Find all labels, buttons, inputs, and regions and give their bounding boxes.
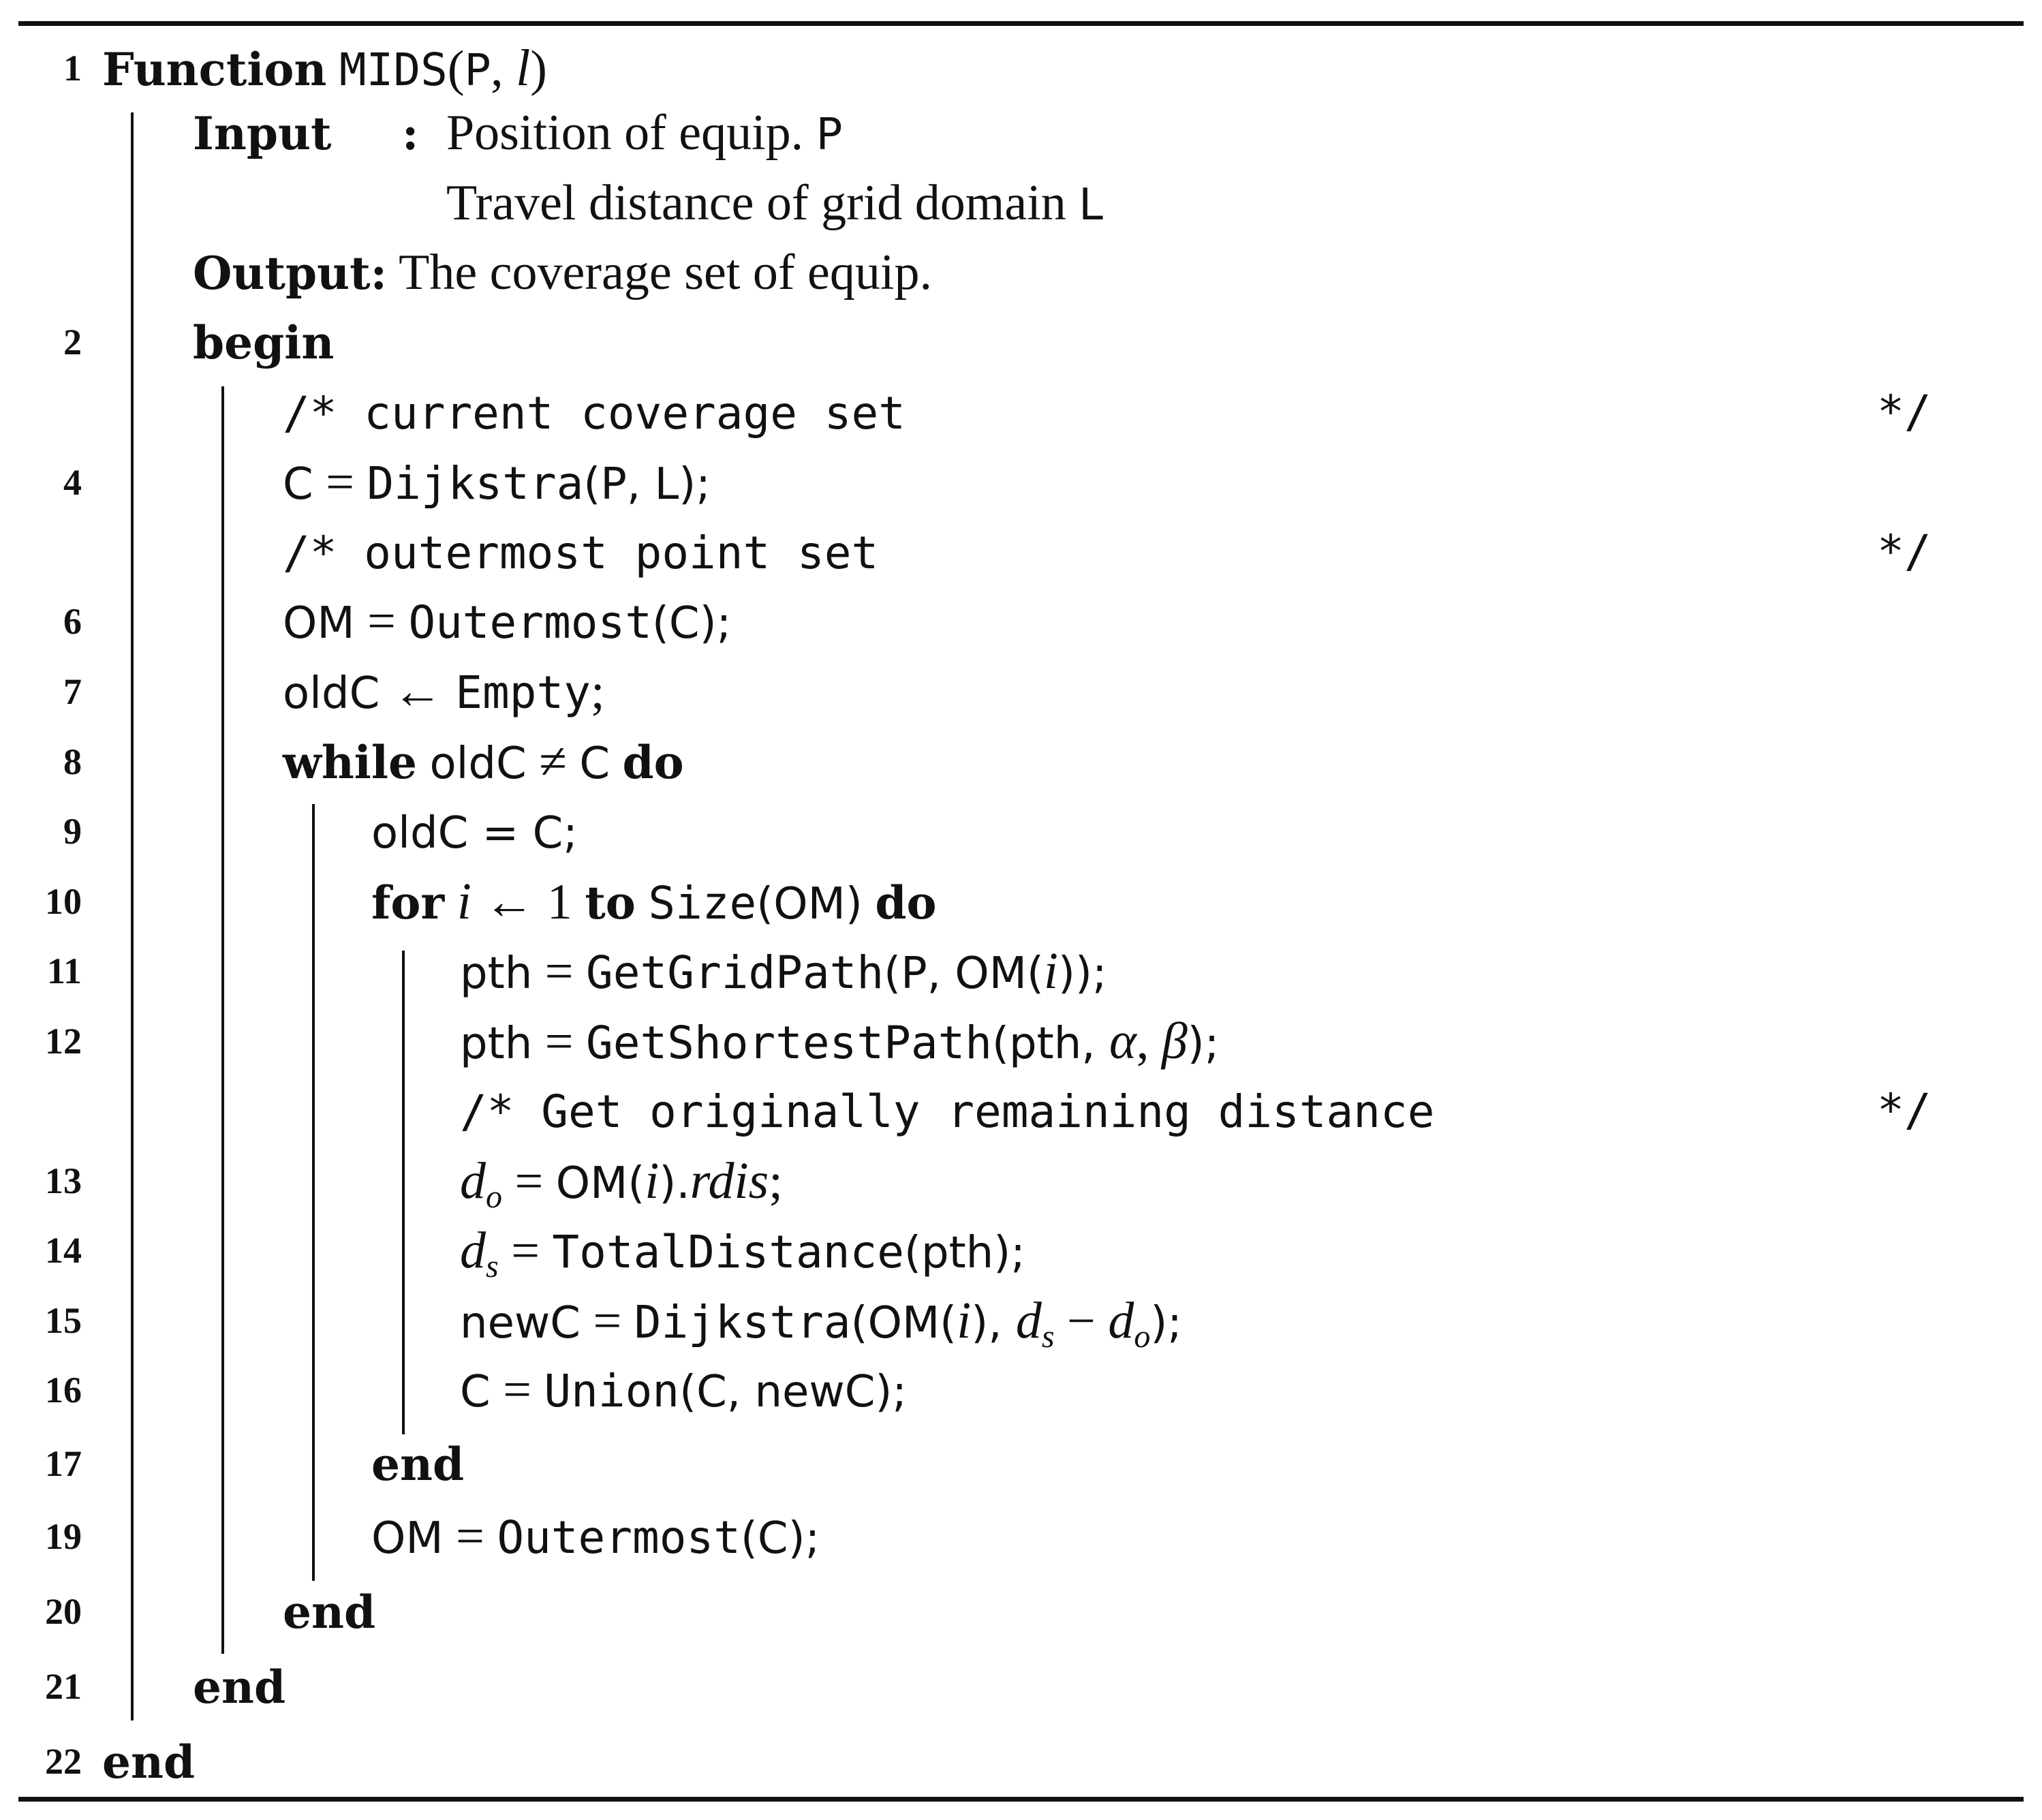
- line-number: 1: [63, 48, 82, 89]
- for-scope-bar: [402, 951, 405, 1434]
- end-for: end: [371, 1438, 465, 1491]
- statement-line-12: pth = GetShortestPath(pth, α, β);: [460, 1013, 1220, 1070]
- line-number: 4: [63, 462, 82, 503]
- line-number: 2: [63, 322, 82, 363]
- comment-close: */: [1877, 1084, 1932, 1137]
- line-number: 10: [45, 881, 82, 922]
- statement-line-6: OM = Outermost(C);: [283, 593, 732, 649]
- statement-line-11: pth = GetGridPath(P, OM(i));: [460, 942, 1107, 1000]
- statement-line-13: do = OM(i).rdis;: [460, 1152, 783, 1215]
- function-header: Function MIDS(P, l): [102, 40, 547, 97]
- end-function: end: [102, 1736, 196, 1789]
- line-number: 16: [45, 1370, 82, 1410]
- output-label: Output:: [193, 247, 387, 300]
- end-while: end: [283, 1586, 376, 1639]
- line-number: 15: [45, 1300, 82, 1341]
- statement-line-7: oldC ← Empty;: [283, 664, 605, 720]
- line-number: 12: [45, 1021, 82, 1062]
- comment-remaining-distance: /* Get originally remaining distance: [460, 1085, 1435, 1138]
- line-number: 22: [45, 1741, 82, 1782]
- top-rule: [18, 21, 2024, 26]
- statement-line-19: OM = Outermost(C);: [371, 1509, 820, 1564]
- line-number: 14: [45, 1230, 82, 1271]
- while-scope-bar: [312, 804, 315, 1581]
- input-label: Input: [193, 107, 332, 160]
- comment-close: */: [1877, 386, 1932, 438]
- input-colon: :: [402, 107, 419, 160]
- output-row: Output: The coverage set of equip.: [193, 245, 932, 300]
- line-number: 13: [45, 1160, 82, 1201]
- statement-line-4: C = Dijkstra(P, L);: [283, 454, 711, 510]
- input-line-2: Travel distance of grid domain L: [446, 175, 1103, 231]
- input-line-1: Position of equip. P: [446, 105, 843, 161]
- end-begin: end: [193, 1661, 286, 1714]
- statement-line-16: C = Union(C, newC);: [460, 1362, 907, 1418]
- comment-close: */: [1877, 525, 1932, 578]
- statement-line-15: newC = Dijkstra(OM(i), ds − do);: [460, 1292, 1182, 1355]
- begin-keyword: begin: [193, 316, 335, 369]
- while-header: while oldC ≠ C do: [283, 734, 684, 790]
- line-number: 8: [63, 741, 82, 782]
- line-number: 11: [46, 951, 82, 991]
- line-number: 7: [63, 671, 82, 712]
- function-keyword: Function: [102, 43, 327, 96]
- comment-outermost: /* outermost point set: [283, 527, 879, 579]
- line-number: 6: [63, 601, 82, 642]
- bottom-rule: [18, 1797, 2024, 1802]
- line-number: 21: [45, 1666, 82, 1707]
- function-name: MIDS: [339, 44, 448, 96]
- begin-scope-bar: [221, 386, 224, 1654]
- comment-current-coverage: /* current coverage set: [283, 387, 906, 439]
- for-header: for i ← 1 to Size(OM) do: [371, 873, 937, 930]
- line-number: 17: [45, 1443, 82, 1484]
- line-number: 20: [45, 1591, 82, 1632]
- line-number: 19: [45, 1516, 82, 1557]
- input-label-row: Input: [193, 99, 331, 167]
- statement-line-14: ds = TotalDistance(pth);: [460, 1222, 1025, 1284]
- statement-line-9: oldC = C;: [371, 808, 578, 859]
- line-number: 9: [63, 811, 82, 852]
- function-scope-bar: [131, 112, 134, 1721]
